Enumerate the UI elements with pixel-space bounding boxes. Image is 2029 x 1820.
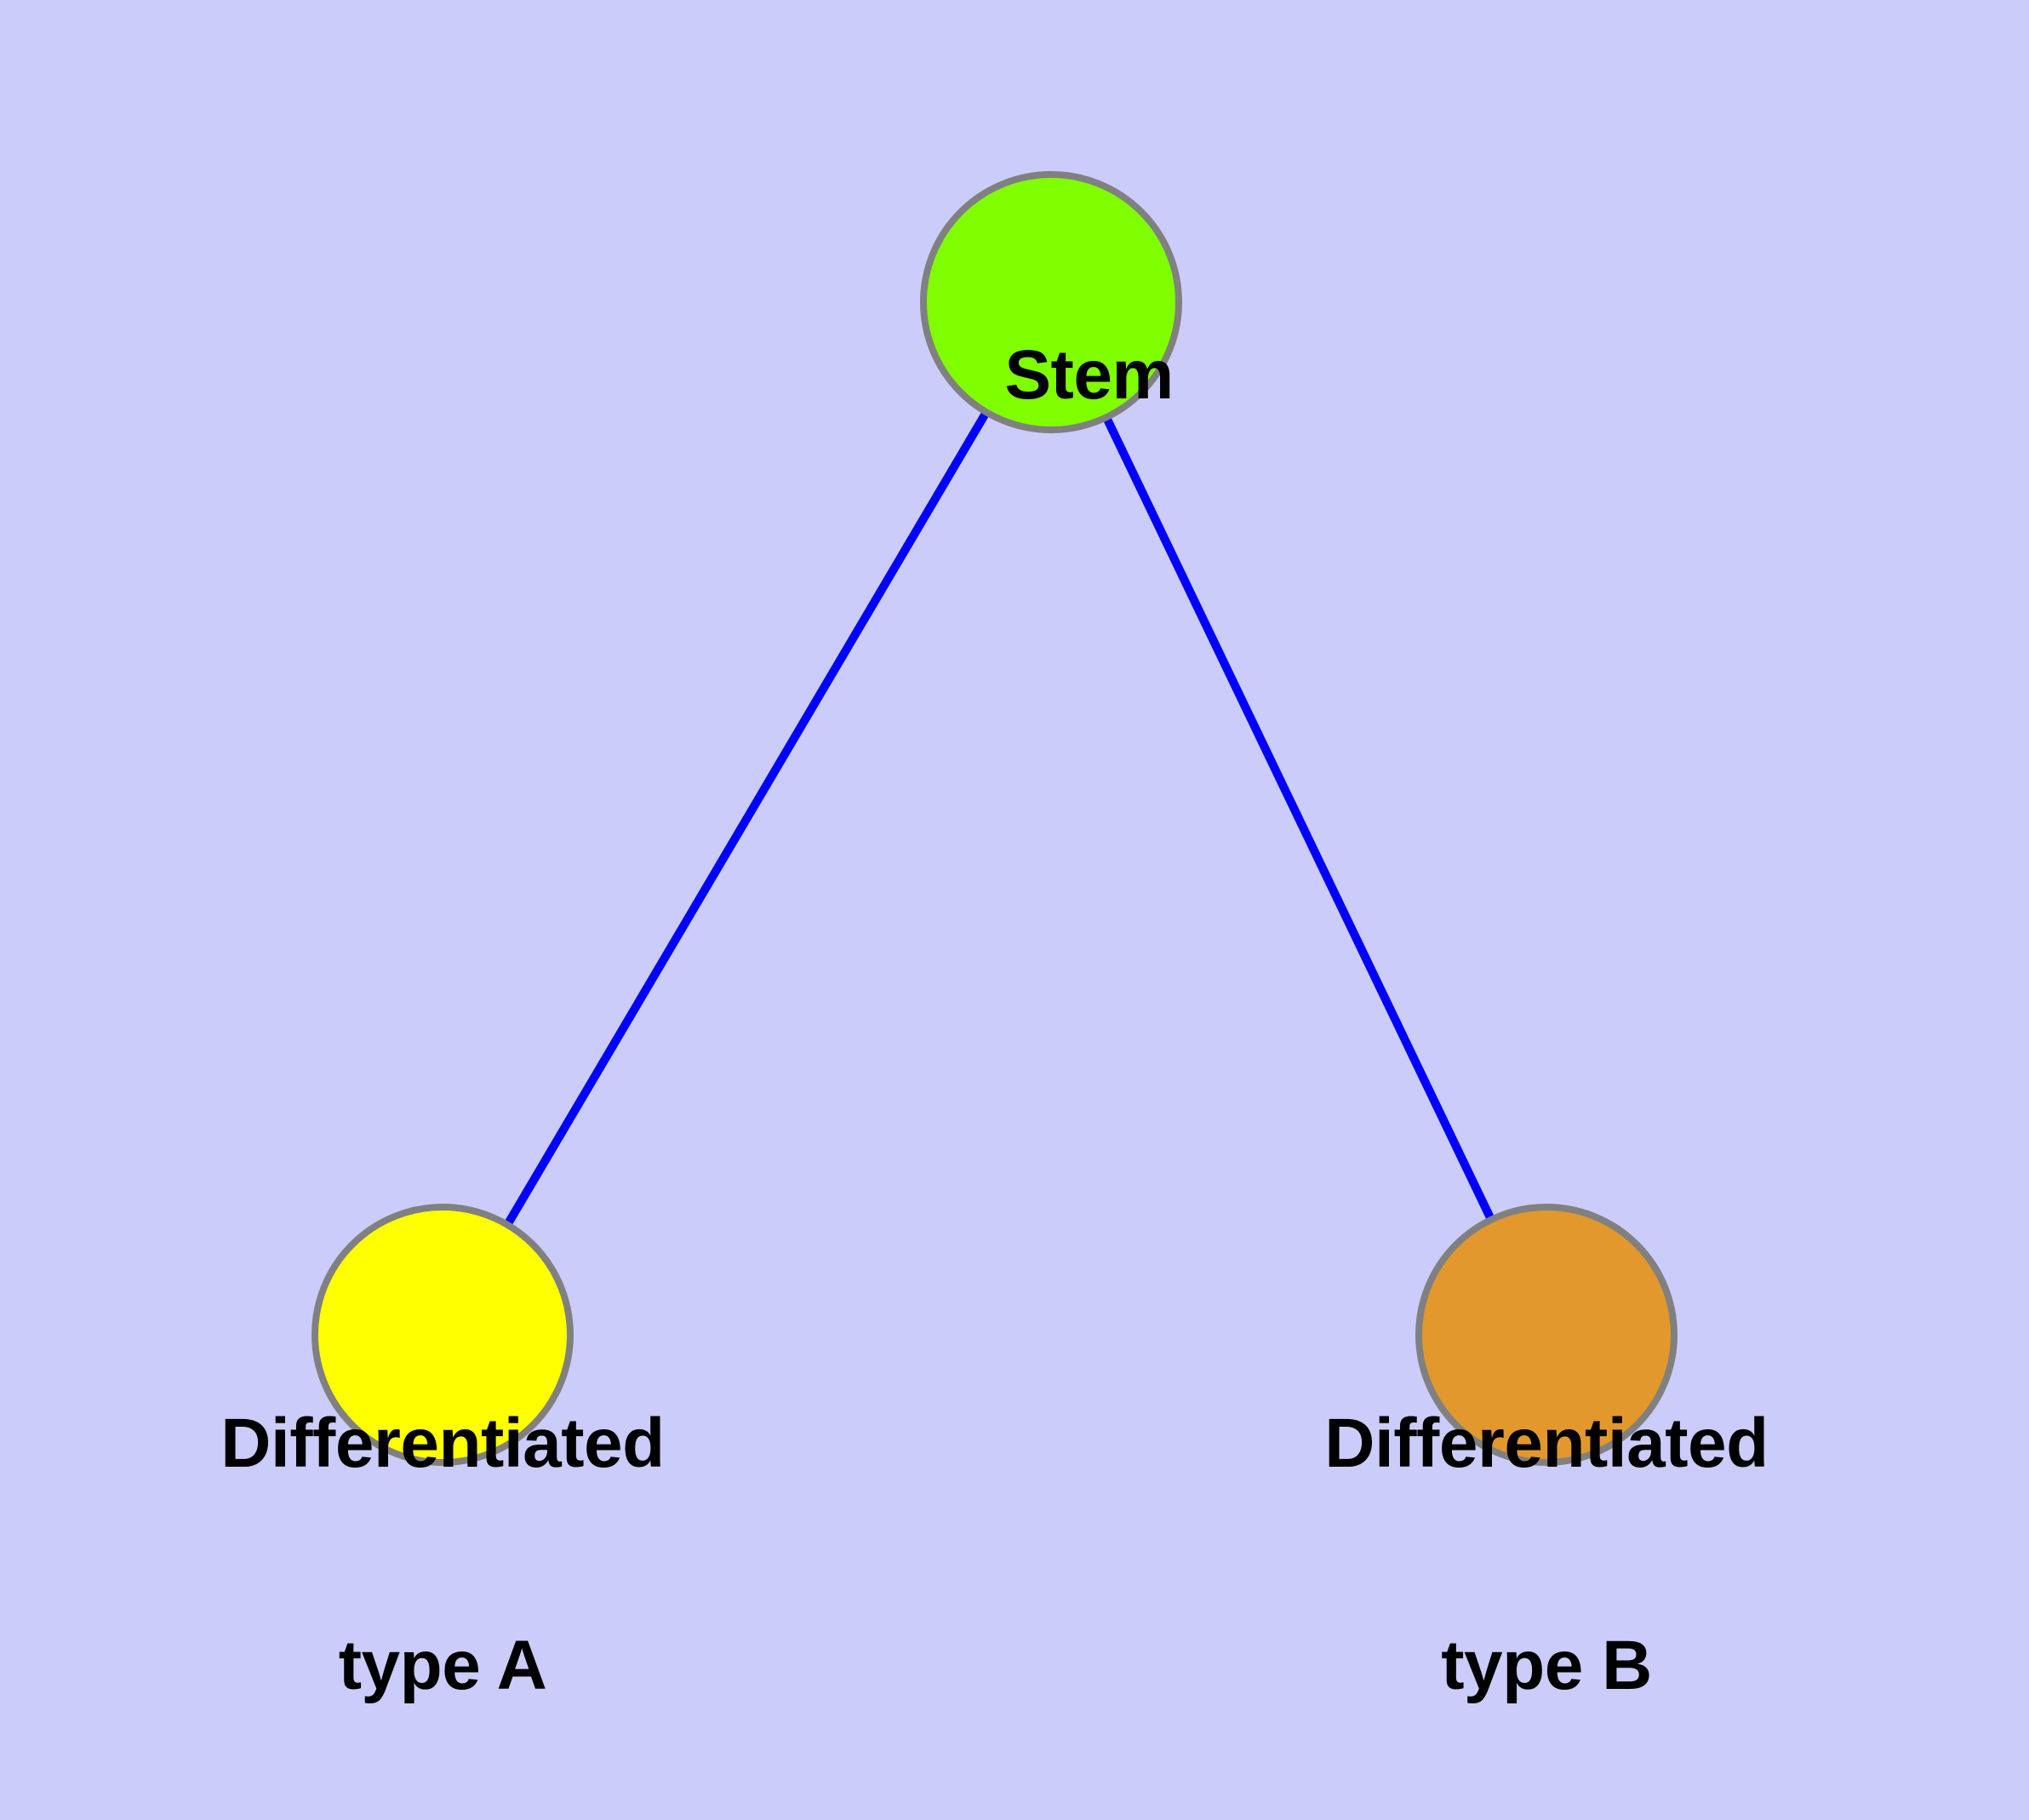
- node-differentiated-type-a[interactable]: [311, 1204, 574, 1466]
- edge-stem-to-differentiated-type-a[interactable]: [494, 395, 999, 1242]
- edge-stem-to-differentiated-type-b[interactable]: [1095, 400, 1503, 1237]
- node-differentiated-type-b[interactable]: [1415, 1204, 1677, 1466]
- node-group: [311, 171, 1677, 1466]
- edge-group: [494, 395, 1503, 1242]
- node-stem[interactable]: [920, 171, 1182, 433]
